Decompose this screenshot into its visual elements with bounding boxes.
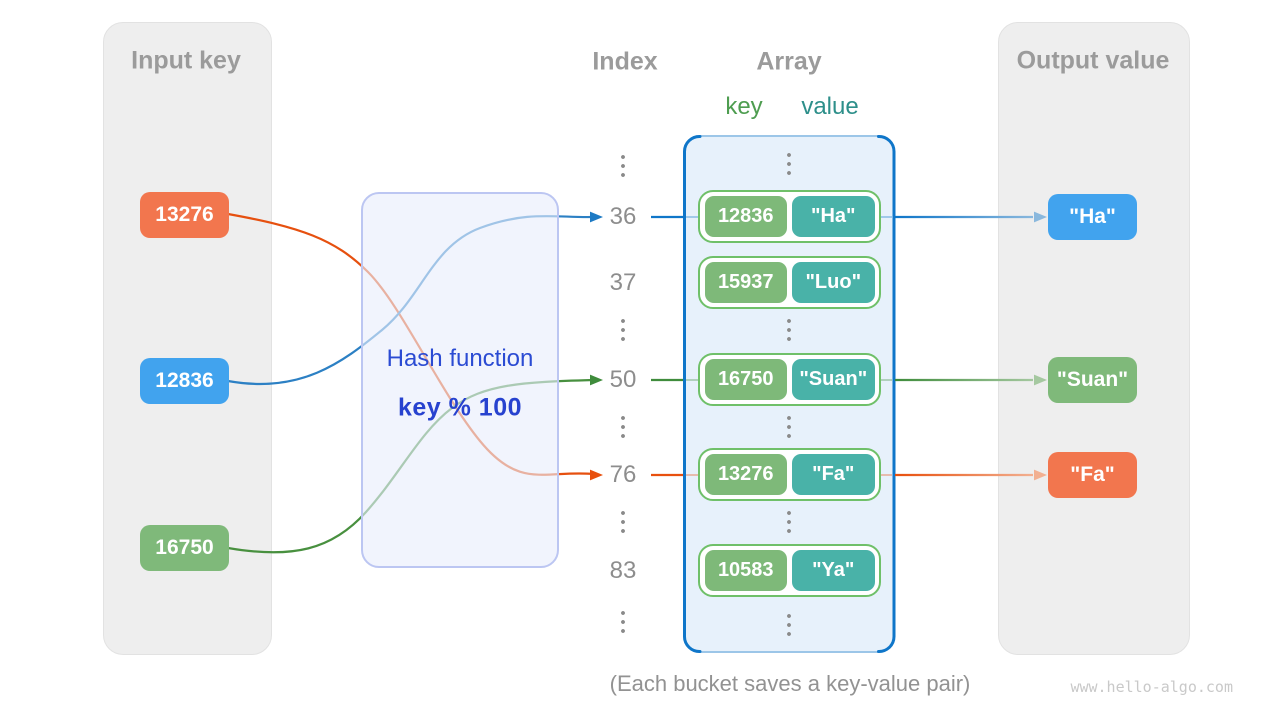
output-value-fa: "Fa"	[1048, 452, 1137, 498]
index-83: 83	[609, 557, 637, 584]
bucket-key: 13276	[704, 454, 787, 495]
hash-function-box: Hash function key % 100	[361, 192, 559, 568]
output-panel-title: Output value	[1016, 46, 1170, 75]
arrowhead-index-76	[590, 469, 603, 481]
index-50: 50	[609, 366, 637, 393]
index-column-title: Index	[592, 47, 658, 76]
bucket-row: 13276 "Fa"	[698, 448, 881, 501]
bucket-key: 16750	[704, 359, 787, 400]
bucket-key: 12836	[704, 196, 787, 237]
output-value-ha: "Ha"	[1048, 194, 1137, 240]
array-key-header: key	[725, 93, 763, 120]
ellipsis-dots	[621, 609, 625, 635]
index-37: 37	[609, 269, 637, 296]
output-value-panel	[998, 22, 1190, 655]
hash-function-label: Hash function	[386, 345, 534, 372]
bucket-row: 16750 "Suan"	[698, 353, 881, 406]
bucket-key: 10583	[704, 550, 787, 591]
arrowhead-index-50	[590, 374, 603, 386]
arrowhead-index-36	[590, 211, 603, 223]
bucket-value: "Fa"	[792, 454, 875, 495]
input-panel-title: Input key	[131, 46, 241, 75]
ellipsis-dots	[621, 153, 625, 179]
input-key-12836: 12836	[140, 358, 229, 404]
ellipsis-dots	[621, 509, 625, 535]
input-key-16750: 16750	[140, 525, 229, 571]
ellipsis-dots	[787, 414, 791, 440]
ellipsis-dots	[621, 414, 625, 440]
array-title: Array	[756, 47, 822, 76]
index-76: 76	[609, 461, 637, 488]
bucket-key: 15937	[704, 262, 787, 303]
input-key-13276: 13276	[140, 192, 229, 238]
ellipsis-dots	[787, 151, 791, 177]
bucket-caption: (Each bucket saves a key-value pair)	[609, 671, 971, 696]
bucket-row: 10583 "Ya"	[698, 544, 881, 597]
bucket-value: "Ya"	[792, 550, 875, 591]
ellipsis-dots	[621, 317, 625, 343]
bucket-value: "Ha"	[792, 196, 875, 237]
bucket-row: 12836 "Ha"	[698, 190, 881, 243]
bucket-row: 15937 "Luo"	[698, 256, 881, 309]
watermark: www.hello-algo.com	[1070, 678, 1233, 696]
hash-function-formula: key % 100	[397, 393, 523, 422]
ellipsis-dots	[787, 612, 791, 638]
index-36: 36	[609, 203, 637, 230]
array-value-header: value	[801, 93, 859, 120]
output-value-suan: "Suan"	[1048, 357, 1137, 403]
ellipsis-dots	[787, 509, 791, 535]
ellipsis-dots	[787, 317, 791, 343]
bucket-value: "Luo"	[792, 262, 875, 303]
bucket-value: "Suan"	[792, 359, 875, 400]
